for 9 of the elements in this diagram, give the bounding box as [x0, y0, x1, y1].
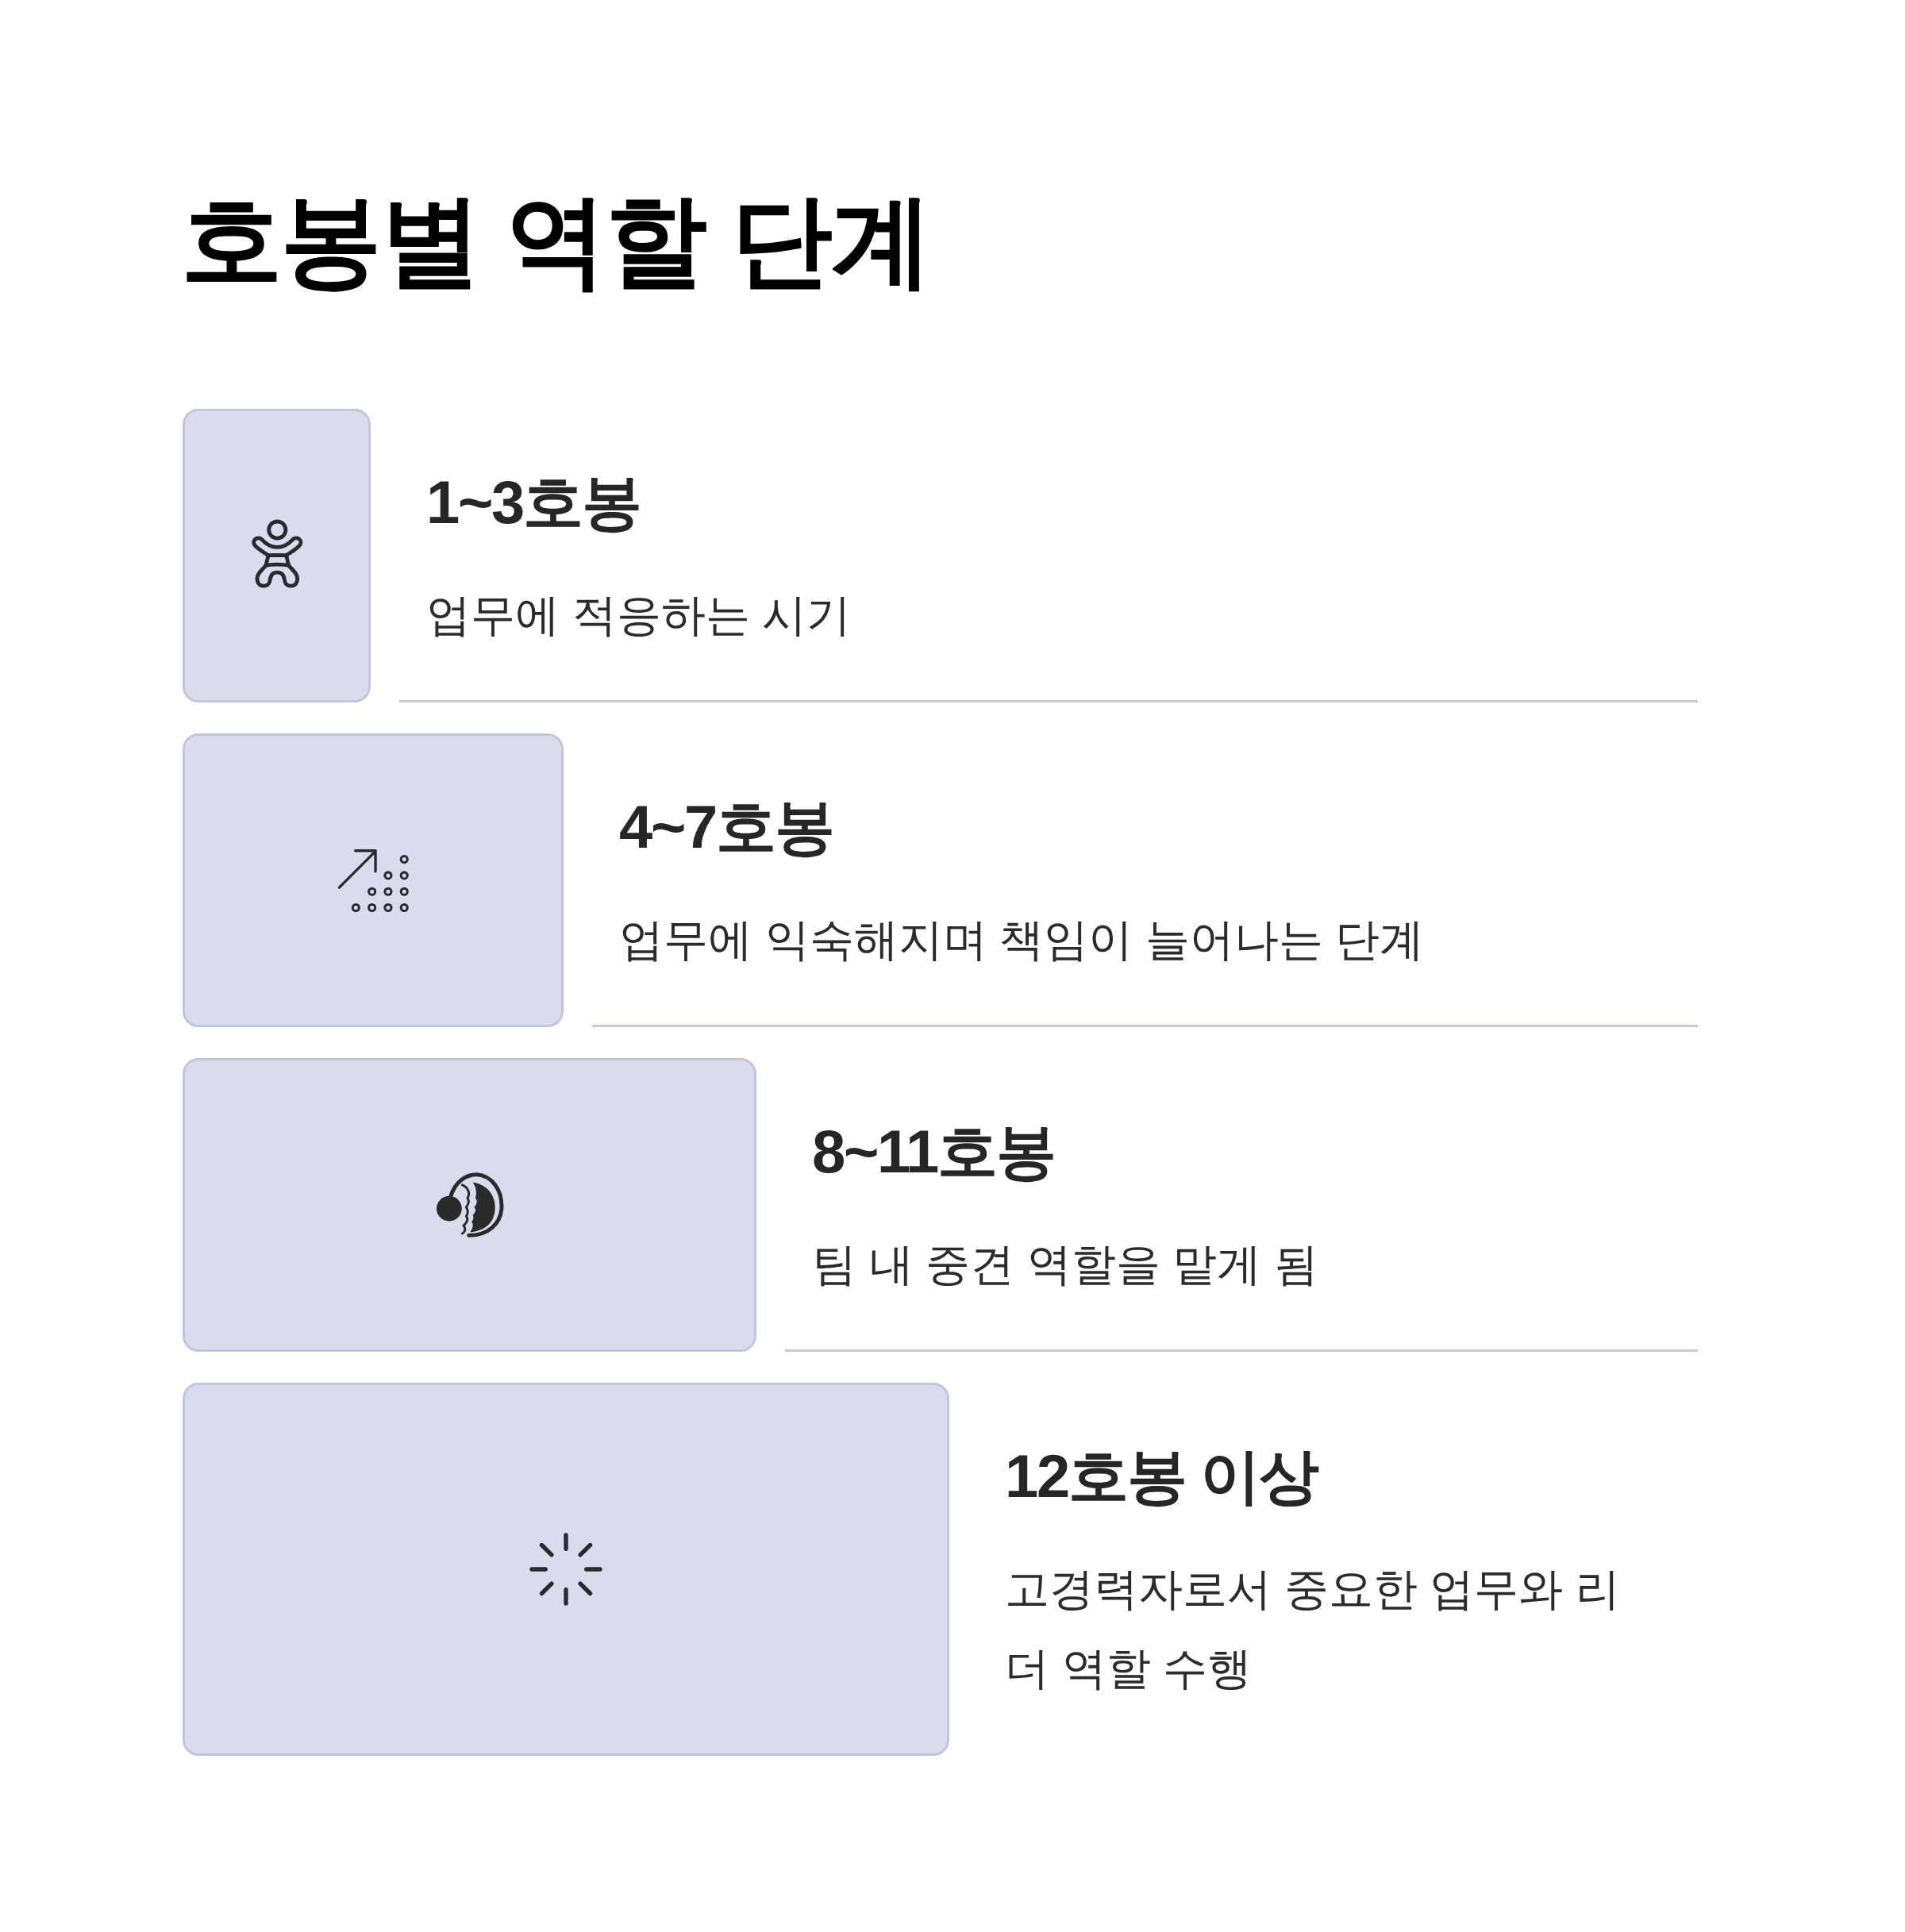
stage-heading: 12호봉 이상: [1005, 1441, 1318, 1511]
stage-description: 업무에 익숙해지며 책임이 늘어나는 단계: [619, 914, 1425, 966]
stage-description: 고경력자로서 중요한 업무와 리더 역할 수행: [1005, 1563, 1621, 1695]
title: 호봉별 역할 단계: [181, 183, 931, 298]
stage-description: 팀 내 중견 역할을 맡게 됨: [812, 1238, 1318, 1291]
stage-heading: 1~3호봉: [426, 468, 641, 537]
stage-heading: 8~11호봉: [812, 1117, 1055, 1187]
stage-description: 업무에 적응하는 시기: [426, 589, 852, 641]
stage-heading: 4~7호봉: [619, 792, 833, 862]
